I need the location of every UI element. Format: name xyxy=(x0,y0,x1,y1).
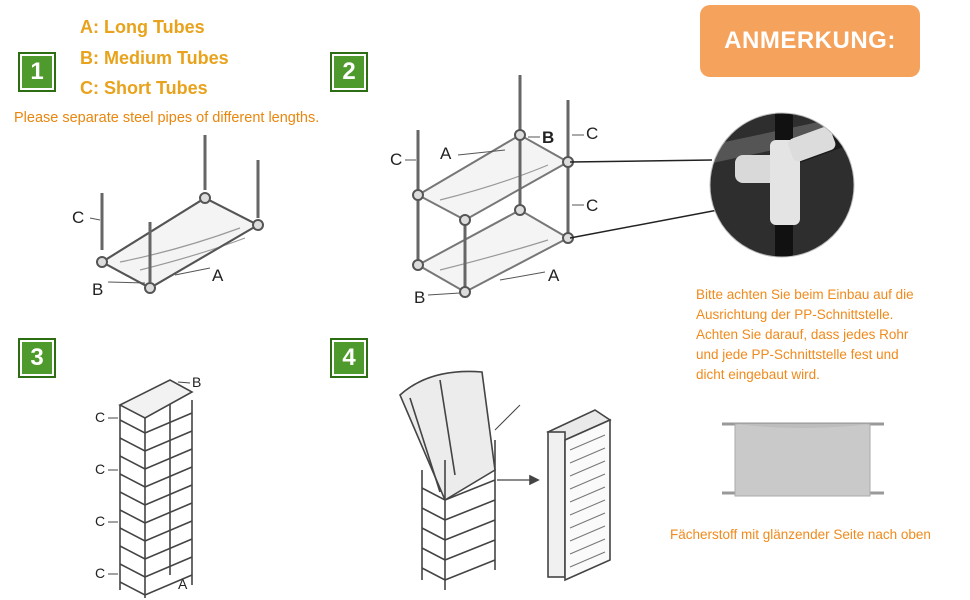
legend-long-tubes: A: Long Tubes xyxy=(80,17,205,37)
note-badge: ANMERKUNG: xyxy=(700,5,920,77)
german-note-line-3: Achten Sie darauf, dass jedes Rohr xyxy=(696,327,909,342)
step3-label-c-1: C xyxy=(95,409,106,425)
fabric-illustration xyxy=(722,422,884,497)
step3-label-c-4: C xyxy=(95,565,106,581)
step2-label-c-top: C xyxy=(586,124,599,143)
step2-label-b-top: B xyxy=(542,128,555,147)
german-note-line-1: Bitte achten Sie beim Einbau auf die xyxy=(696,287,914,302)
step-3-badge: 3 xyxy=(18,338,56,378)
step2-label-c-left: C xyxy=(390,150,403,169)
legend-medium-tubes: B: Medium Tubes xyxy=(80,48,229,68)
step3-label-c-3: C xyxy=(95,513,106,529)
step1-label-a: A xyxy=(212,266,224,285)
step2-label-a-top: A xyxy=(440,144,452,163)
step3-label-b: B xyxy=(192,374,202,390)
step3-label-a: A xyxy=(178,576,188,592)
german-note-line-4: und jede PP-Schnittstelle fest und xyxy=(696,347,899,362)
step-1-badge: 1 xyxy=(18,52,56,92)
separate-pipes-instruction: Please separate steel pipes of different… xyxy=(14,110,320,126)
step-1-diagram xyxy=(89,135,264,294)
step-2-badge: 2 xyxy=(330,52,368,92)
step3-label-c-2: C xyxy=(95,461,106,477)
connector-detail-photo xyxy=(709,112,855,258)
step-2-diagram xyxy=(405,75,719,298)
step-4-badge: 4 xyxy=(330,338,368,378)
step1-label-b: B xyxy=(92,280,104,299)
step1-label-c: C xyxy=(72,208,85,227)
german-assembly-note: Bitte achten Sie beim Einbau auf die Aus… xyxy=(696,285,966,385)
step-4-diagram xyxy=(399,370,612,590)
step2-label-c-mid: C xyxy=(586,196,599,215)
german-note-line-2: Ausrichtung der PP-Schnittstelle. xyxy=(696,307,894,322)
step2-label-a-bottom: A xyxy=(548,266,560,285)
step2-label-b-bottom: B xyxy=(414,288,426,307)
german-note-line-5: dicht eingebaut wird. xyxy=(696,367,820,382)
fabric-note: Fächerstoff mit glänzender Seite nach ob… xyxy=(670,527,931,542)
legend-short-tubes: C: Short Tubes xyxy=(80,78,208,98)
step-3-diagram xyxy=(108,379,194,598)
